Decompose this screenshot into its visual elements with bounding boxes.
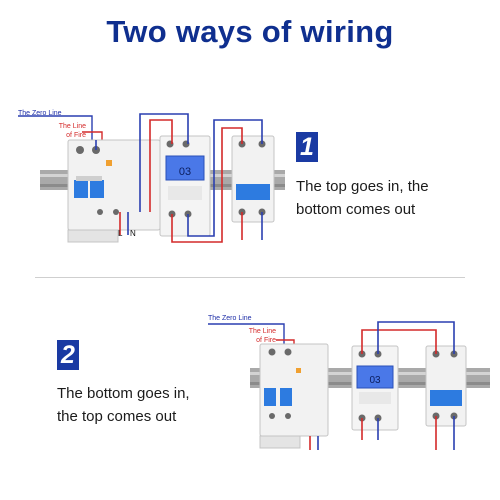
energy-meter: 03 <box>351 345 399 431</box>
step-1-badge: 1 <box>296 132 318 162</box>
fire-line-label-1: The Line <box>248 328 276 335</box>
step-2-line-2: the top comes out <box>57 408 177 425</box>
mcb-breaker <box>425 345 467 427</box>
step2-wire-legend: The Zero Line The Line of Fire <box>208 314 286 345</box>
step-2-badge: 2 <box>57 340 79 370</box>
terminal-l-label: L <box>118 229 123 238</box>
rcbo-breaker <box>67 139 161 243</box>
fire-line-label-1: The Line <box>58 123 86 130</box>
zero-line-label: The Zero Line <box>208 315 252 322</box>
meter-display-2: 03 <box>369 375 381 386</box>
step1-wire-legend: The Zero Line The Line of Fire <box>18 109 96 140</box>
meter-display-1: 03 <box>179 166 191 178</box>
fire-line-label-2: of Fire <box>256 337 276 344</box>
mcb-breaker <box>231 135 275 223</box>
section-divider <box>35 277 465 278</box>
zero-line-label: The Zero Line <box>18 110 62 117</box>
step-2-line-1: The bottom goes in, <box>57 385 190 402</box>
page-title: Two ways of wiring <box>106 14 394 49</box>
terminal-n-label: N <box>130 229 136 238</box>
step2-wiring-diagram: 03 <box>208 321 490 450</box>
step-1-line-1: The top goes in, the <box>296 178 429 195</box>
rcbo-breaker <box>259 343 329 449</box>
step-2-description: The bottom goes in, the top comes out <box>57 382 190 428</box>
step-1-line-2: bottom comes out <box>296 201 416 218</box>
energy-meter: 03 <box>159 135 211 237</box>
step1-wiring-diagram: 03 L N <box>18 113 285 243</box>
fire-line-label-2: of Fire <box>66 132 86 139</box>
step-1-description: The top goes in, the bottom comes out <box>296 175 429 221</box>
